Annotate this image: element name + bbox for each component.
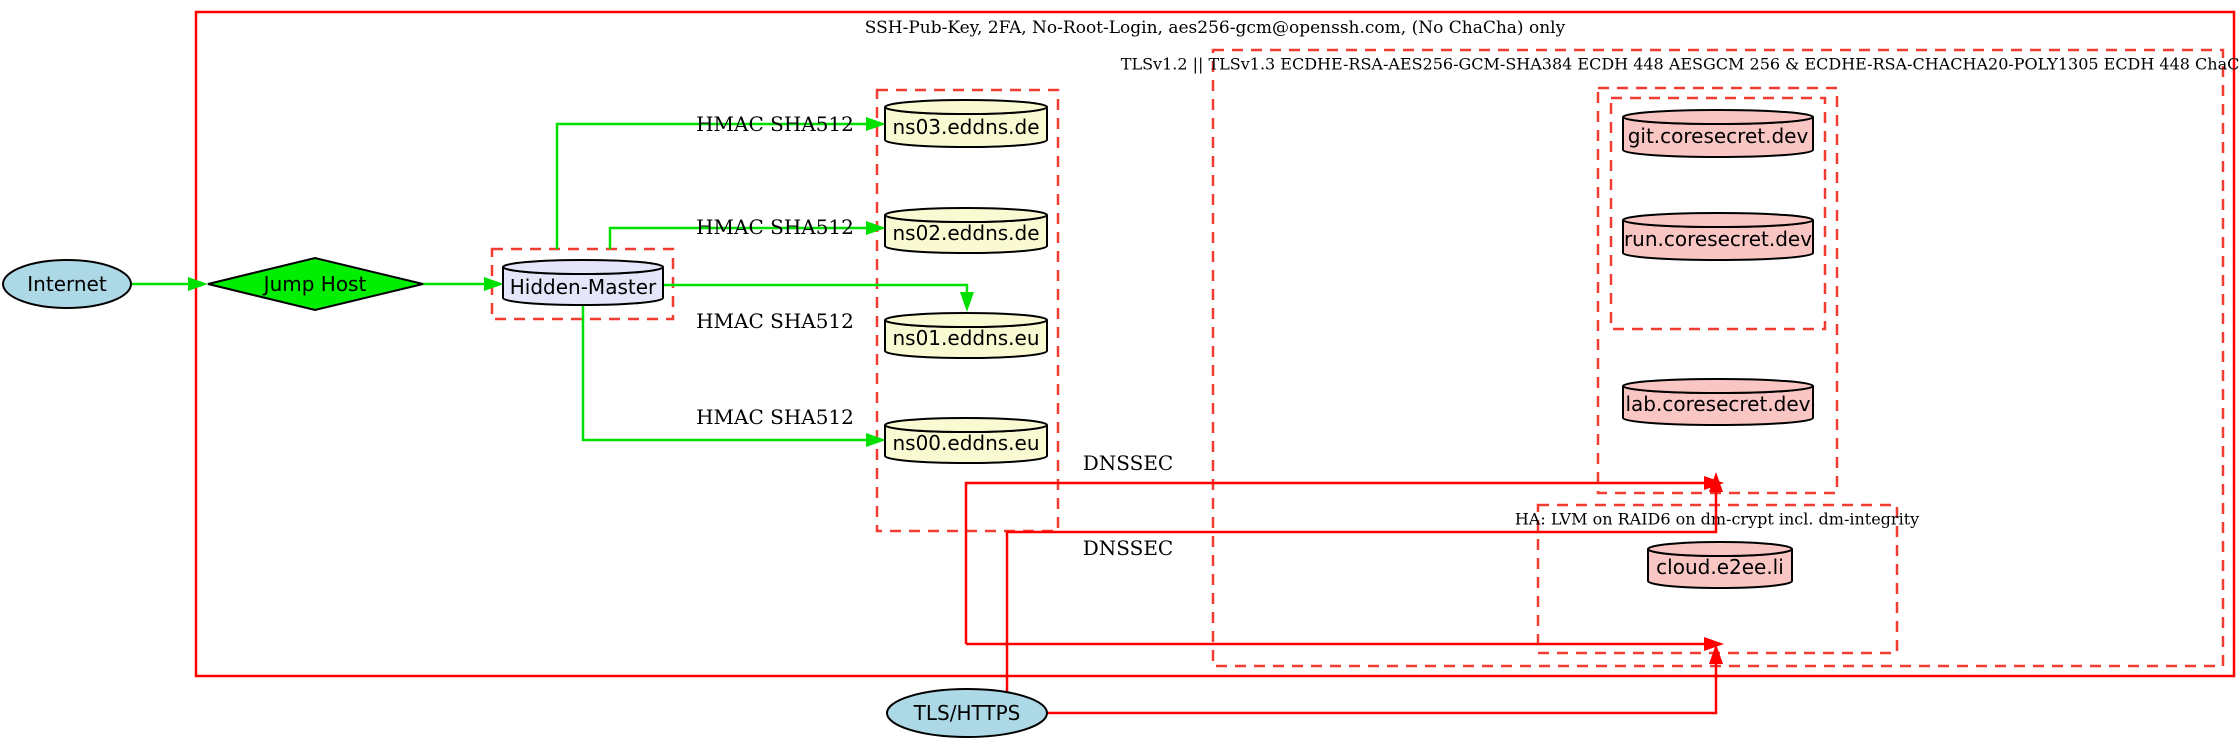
- arrowhead-ns03: [866, 117, 886, 131]
- hmac-label-4: HMAC SHA512: [696, 405, 854, 429]
- coresecret-inner-cluster-box: [1609, 96, 1827, 331]
- ns02-cylinder-lid: [884, 207, 1048, 223]
- ns00-cylinder-lid: [884, 417, 1048, 433]
- jump-host-diamond: [207, 256, 424, 312]
- hidden-master-node: Hidden-Master: [502, 259, 664, 306]
- arrowhead-jumphost-hiddenmaster: [484, 277, 504, 291]
- lab-label: lab.coresecret.dev: [1625, 392, 1810, 416]
- ns00-label: ns00.eddns.eu: [892, 431, 1039, 455]
- ns02-node: ns02.eddns.de: [884, 207, 1048, 254]
- edge-dnssec-upper: [964, 481, 1704, 644]
- arrowhead-ns01: [960, 292, 974, 312]
- arrowhead-internet-jumphost: [188, 277, 208, 291]
- tls-cluster-box: [1211, 48, 2225, 668]
- git-cylinder-lid: [1622, 109, 1814, 125]
- green-edges: [130, 117, 974, 447]
- hmac-label-3: HMAC SHA512: [696, 309, 854, 333]
- edge-hiddenmaster-ns01: [663, 283, 969, 292]
- lab-cylinder-lid: [1622, 378, 1814, 394]
- ns03-node: ns03.eddns.de: [884, 99, 1048, 148]
- ns01-label: ns01.eddns.eu: [892, 326, 1039, 350]
- nodes: Internet Jump Host Hidden-Master ns03.ed…: [2, 99, 1814, 738]
- hmac-label-2: HMAC SHA512: [696, 215, 854, 239]
- tls-https-ellipse: [886, 688, 1048, 738]
- ssh-cluster-label: SSH-Pub-Key, 2FA, No-Root-Login, aes256-…: [865, 18, 1566, 38]
- internet-node: Internet: [2, 259, 132, 309]
- edge-tls-ha: [1046, 664, 1718, 715]
- ns02-label: ns02.eddns.de: [892, 221, 1039, 245]
- arrowhead-tls-coresecret: [1709, 472, 1723, 492]
- run-node: run.coresecret.dev: [1622, 212, 1814, 261]
- hidden-master-cylinder-lid: [502, 259, 664, 275]
- jump-host-label: Jump Host: [262, 272, 367, 296]
- run-label: run.coresecret.dev: [1624, 227, 1812, 251]
- hidden-master-label: Hidden-Master: [510, 275, 657, 299]
- dns-cluster-box: [875, 88, 1060, 533]
- tls-https-label: TLS/HTTPS: [913, 701, 1021, 725]
- ns03-label: ns03.eddns.de: [892, 115, 1039, 139]
- git-node: git.coresecret.dev: [1622, 109, 1814, 158]
- lab-node: lab.coresecret.dev: [1622, 378, 1814, 426]
- internet-label: Internet: [27, 272, 107, 296]
- cloud-cylinder-lid: [1647, 541, 1793, 557]
- ns01-cylinder-lid: [884, 312, 1048, 328]
- edge-hiddenmaster-ns03: [555, 122, 866, 249]
- coresecret-outer-cluster-box: [1596, 86, 1839, 495]
- ns00-node: ns00.eddns.eu: [884, 417, 1048, 464]
- ns03-cylinder-lid: [884, 99, 1048, 115]
- arrowhead-dnssec-lower: [1704, 637, 1724, 651]
- cluster-boxes: [194, 10, 2236, 678]
- hmac-label-1: HMAC SHA512: [696, 112, 854, 136]
- red-edges: [964, 472, 1724, 715]
- cloud-label: cloud.e2ee.li: [1656, 555, 1784, 579]
- edge-hiddenmaster-ns00: [581, 301, 866, 442]
- ns01-node: ns01.eddns.eu: [884, 312, 1048, 359]
- cloud-node: cloud.e2ee.li: [1647, 541, 1793, 589]
- internet-ellipse: [2, 259, 132, 309]
- edge-labels: HMAC SHA512 HMAC SHA512 HMAC SHA512 HMAC…: [696, 112, 1173, 560]
- tls-cluster-label: TLSv1.2 || TLSv1.3 ECDHE-RSA-AES256-GCM-…: [1121, 55, 2240, 74]
- arrowhead-ns00: [866, 433, 886, 447]
- tls-https-node: TLS/HTTPS: [886, 688, 1048, 738]
- git-label: git.coresecret.dev: [1628, 124, 1809, 148]
- dnssec-label-2: DNSSEC: [1083, 536, 1174, 560]
- edge-hiddenmaster-ns02: [608, 226, 866, 249]
- ssh-cluster-box: [194, 10, 2236, 678]
- dnssec-label-1: DNSSEC: [1083, 451, 1174, 475]
- arrowhead-ns02: [866, 221, 886, 235]
- run-cylinder-lid: [1622, 212, 1814, 228]
- edge-tls-coresecret: [1005, 492, 1718, 693]
- arrowhead-tls-ha: [1709, 644, 1723, 664]
- jump-host-node: Jump Host: [207, 256, 424, 312]
